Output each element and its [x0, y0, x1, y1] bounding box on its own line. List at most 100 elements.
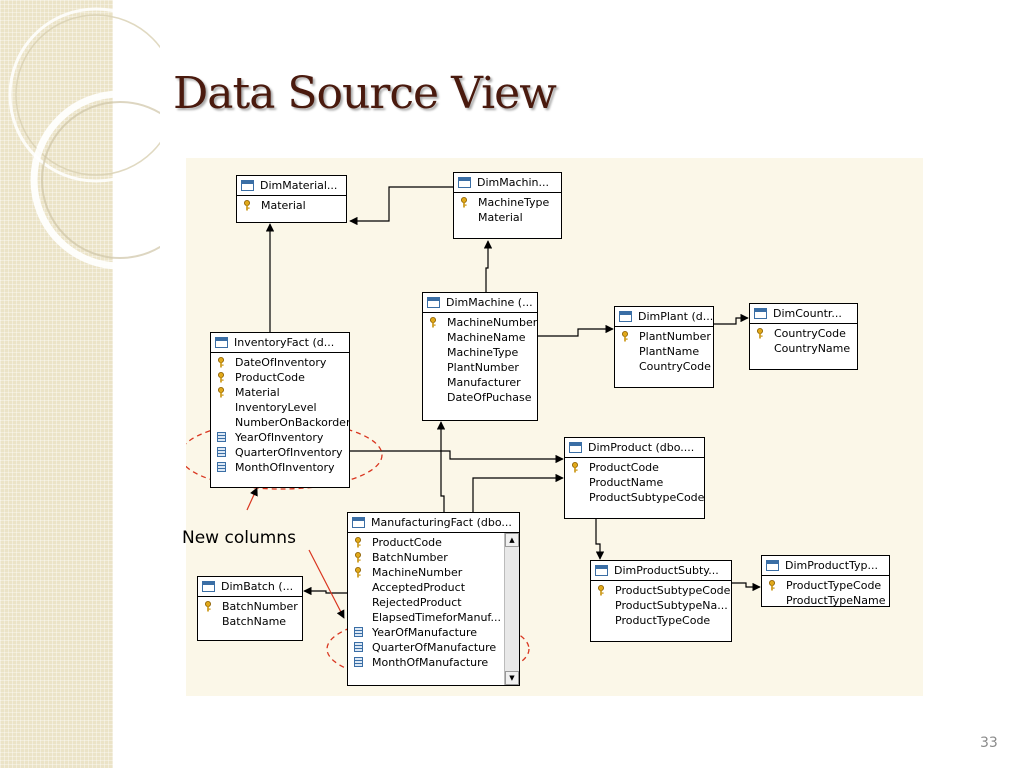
column-row[interactable]: MachineType	[423, 345, 537, 360]
table-dim-material-top[interactable]: DimMaterial... Material	[236, 175, 347, 223]
table-header[interactable]: DimCountr...	[750, 304, 857, 324]
vertical-scrollbar[interactable]: ▲▼	[504, 533, 519, 685]
column-row[interactable]: Material	[237, 198, 346, 213]
column-row[interactable]: BatchName	[198, 614, 302, 629]
column-row[interactable]: ProductTypeCode	[762, 578, 889, 593]
column-row[interactable]: DateOfPuchase	[423, 390, 537, 405]
column-name: ProductCode	[235, 371, 305, 384]
scroll-down-icon[interactable]: ▼	[505, 671, 519, 685]
column-row[interactable]: PlantNumber	[615, 329, 713, 344]
slide-title: Data Source View	[173, 68, 557, 119]
column-name: Material	[261, 199, 306, 212]
column-row[interactable]: NumberOnBackorder	[211, 415, 349, 430]
table-header[interactable]: DimProduct (dbo....	[565, 438, 704, 458]
column-row[interactable]: PlantNumber	[423, 360, 537, 375]
column-row[interactable]: MachineNumber	[423, 315, 537, 330]
table-icon	[766, 560, 779, 571]
primary-key-icon	[243, 200, 251, 213]
column-row[interactable]: RejectedProduct	[348, 595, 519, 610]
table-name: DimProduct (dbo....	[588, 441, 695, 454]
column-row[interactable]: Manufacturer	[423, 375, 537, 390]
column-row[interactable]: ProductCode	[348, 535, 519, 550]
column-name: ElapsedTimeforManuf...	[372, 611, 501, 624]
scroll-up-icon[interactable]: ▲	[505, 533, 519, 547]
table-name: ManufacturingFact (dbo...	[371, 516, 512, 529]
table-icon	[215, 337, 228, 348]
column-row[interactable]: ElapsedTimeforManuf...	[348, 610, 519, 625]
primary-key-icon	[217, 372, 225, 385]
column-row[interactable]: Material	[454, 210, 561, 225]
table-header[interactable]: DimMachine (...	[423, 293, 537, 313]
column-name: PlantNumber	[447, 361, 519, 374]
link-manufacturing-to-product	[472, 473, 564, 512]
column-row[interactable]: ProductCode	[211, 370, 349, 385]
column-name: DateOfPuchase	[447, 391, 532, 404]
column-row[interactable]: MachineName	[423, 330, 537, 345]
column-row[interactable]: ProductTypeCode	[591, 613, 731, 628]
column-row[interactable]: BatchNumber	[198, 599, 302, 614]
column-row[interactable]: InventoryLevel	[211, 400, 349, 415]
column-row[interactable]: ProductSubtypeCode	[591, 583, 731, 598]
table-header[interactable]: DimMaterial...	[237, 176, 346, 196]
table-header[interactable]: DimBatch (...	[198, 577, 302, 597]
column-row[interactable]: QuarterOfInventory	[211, 445, 349, 460]
column-row[interactable]: CountryCode	[750, 326, 857, 341]
column-row[interactable]: DateOfInventory	[211, 355, 349, 370]
column-row[interactable]: YearOfManufacture	[348, 625, 519, 640]
primary-key-icon	[621, 331, 629, 344]
column-row[interactable]: YearOfInventory	[211, 430, 349, 445]
column-name: BatchName	[222, 615, 287, 628]
column-row[interactable]: MonthOfManufacture	[348, 655, 519, 670]
link-manufacturing-to-machine	[436, 421, 446, 512]
column-row[interactable]: ProductName	[565, 475, 704, 490]
table-header[interactable]: DimProductTyp...	[762, 556, 889, 576]
column-row[interactable]: ProductSubtypeCode	[565, 490, 704, 505]
primary-key-icon	[204, 601, 212, 614]
table-header[interactable]: DimProductSubty...	[591, 561, 731, 581]
column-row[interactable]: ProductCode	[565, 460, 704, 475]
page-number: 33	[980, 735, 998, 751]
column-row[interactable]: BatchNumber	[348, 550, 519, 565]
calculated-column-icon	[354, 657, 363, 667]
link-machinetype-to-material	[349, 186, 453, 226]
column-name: QuarterOfManufacture	[372, 641, 497, 654]
column-row[interactable]: PlantName	[615, 344, 713, 359]
column-name: AcceptedProduct	[372, 581, 466, 594]
column-name: YearOfInventory	[235, 431, 324, 444]
column-row[interactable]: MachineType	[454, 195, 561, 210]
column-name: ProductTypeCode	[615, 614, 711, 627]
column-name: CountryCode	[774, 327, 846, 340]
table-header[interactable]: InventoryFact (d...	[211, 333, 349, 353]
column-row[interactable]: CountryName	[750, 341, 857, 356]
column-row[interactable]: QuarterOfManufacture	[348, 640, 519, 655]
column-row[interactable]: MonthOfInventory	[211, 460, 349, 475]
column-row[interactable]: CountryCode	[615, 359, 713, 374]
column-name: MachineType	[447, 346, 519, 359]
table-name: DimBatch (...	[221, 580, 294, 593]
column-row[interactable]: ProductTypeName	[762, 593, 889, 608]
column-row[interactable]: Material	[211, 385, 349, 400]
column-row[interactable]: MachineNumber	[348, 565, 519, 580]
table-icon	[569, 442, 582, 453]
table-header[interactable]: DimPlant (d...	[615, 307, 713, 327]
column-name: MachineNumber	[372, 566, 463, 579]
column-row[interactable]: ProductSubtypeNa...	[591, 598, 731, 613]
table-header[interactable]: DimMachin...	[454, 173, 561, 193]
column-row[interactable]: AcceptedProduct	[348, 580, 519, 595]
table-header[interactable]: ManufacturingFact (dbo...	[348, 513, 519, 533]
calculated-column-icon	[354, 642, 363, 652]
